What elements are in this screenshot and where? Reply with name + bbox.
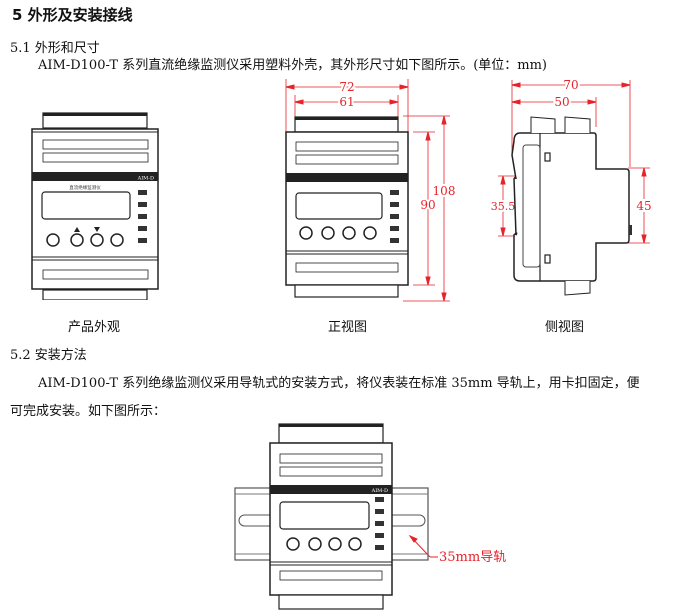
paragraph-installation-line2: 可完成安装。如下图所示： bbox=[10, 404, 167, 419]
led-column bbox=[138, 190, 147, 243]
dim-depth-body: 50 bbox=[554, 95, 569, 109]
dim-depth-total: 70 bbox=[563, 78, 578, 92]
rail-label: 35mm导轨 bbox=[439, 550, 506, 565]
side-outline bbox=[511, 132, 630, 282]
section-heading: 5 外形及安装接线 bbox=[12, 6, 133, 24]
side-dimension-lines bbox=[498, 80, 650, 244]
side-view-figure: 70 50 35.5 45 bbox=[490, 76, 654, 296]
dim-rail-height: 35.5 bbox=[491, 200, 516, 213]
panel-title: 直流绝缘监测仪 bbox=[69, 184, 101, 191]
dim-height-total: 108 bbox=[433, 184, 456, 198]
dim-step-height: 45 bbox=[636, 199, 651, 213]
dim-width-total: 72 bbox=[339, 80, 354, 94]
paragraph-installation-line1: AIM-D100-T 系列绝缘监测仪采用导轨式的安装方式，将仪表装在标准 35m… bbox=[38, 376, 640, 391]
bottom-terminal-block bbox=[42, 289, 148, 300]
dim-height-body: 90 bbox=[420, 198, 435, 212]
brand-strip bbox=[32, 172, 158, 181]
rail-installation-figure: AIM-D 35mm导轨 bbox=[234, 423, 506, 610]
dim-width-terminal: 61 bbox=[339, 95, 354, 109]
product-appearance-figure: AIM-D 直流绝缘监测仪 bbox=[31, 112, 159, 300]
brand-label: AIM-D bbox=[137, 176, 154, 182]
lcd-display bbox=[41, 191, 131, 220]
caption-appearance: 产品外观 bbox=[68, 320, 121, 335]
terminal-labels-bottom bbox=[42, 269, 149, 280]
button-row bbox=[46, 227, 124, 247]
rail-brand-label: AIM-D bbox=[371, 488, 388, 494]
paragraph-dimensions: AIM-D100-T 系列直流绝缘监测仪采用塑料外壳，其外形尺寸如下图所示。(单… bbox=[38, 58, 547, 73]
caption-side-view: 侧视图 bbox=[545, 320, 585, 335]
terminal-labels-top bbox=[42, 139, 149, 163]
caption-front-view: 正视图 bbox=[328, 320, 368, 335]
top-terminal-block bbox=[42, 112, 148, 129]
dimension-lines bbox=[285, 79, 450, 302]
subsection-heading-5-2: 5.2 安装方法 bbox=[10, 348, 87, 363]
rail-pointer-arrow bbox=[408, 534, 438, 558]
subsection-heading-5-1: 5.1 外形和尺寸 bbox=[10, 41, 100, 56]
front-view-figure: 72 61 108 90 bbox=[285, 78, 457, 302]
